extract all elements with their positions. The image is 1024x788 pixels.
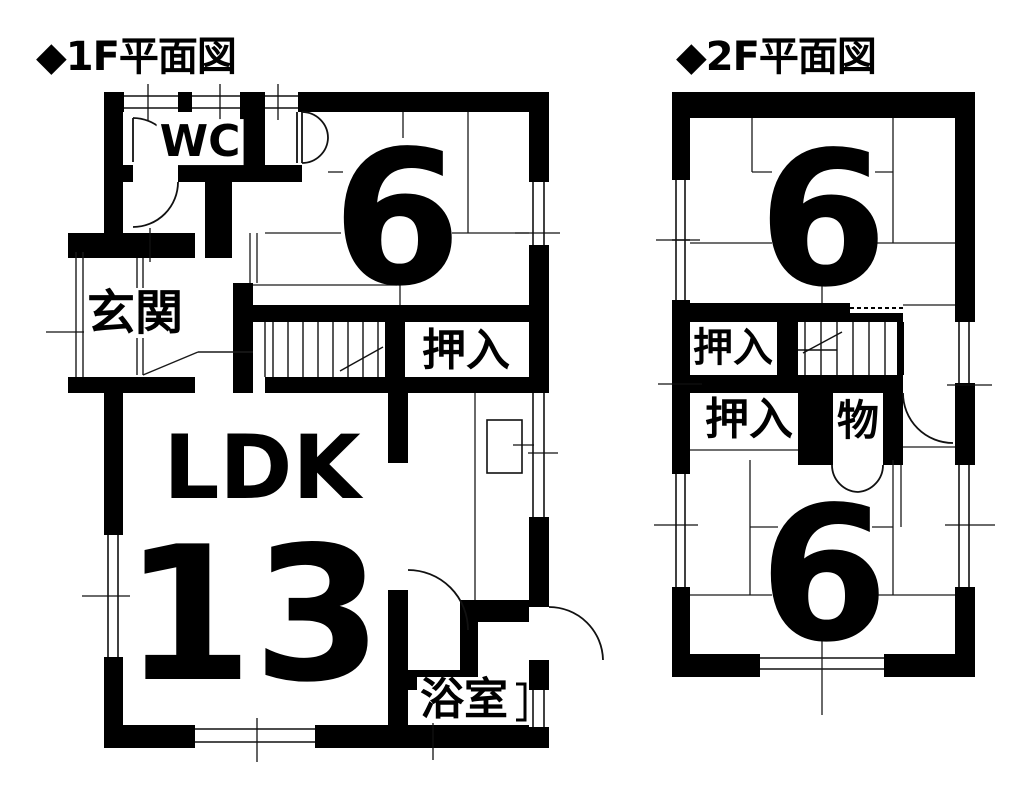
- floor2-room-lines: [690, 118, 955, 715]
- door-arc: [407, 569, 469, 631]
- window: [529, 393, 549, 517]
- kitchen-sink: [486, 419, 534, 474]
- double-door-arc: [857, 464, 884, 493]
- window: [529, 182, 549, 245]
- room-label-oshiire-2f-lower: 押入: [702, 397, 796, 443]
- floor2-title: ◆2F平面図: [676, 34, 877, 80]
- window: [265, 92, 298, 112]
- window: [672, 474, 690, 587]
- window: [955, 322, 975, 383]
- door-arc: [132, 181, 179, 228]
- floor2-plan: [654, 92, 995, 715]
- window: [955, 465, 975, 587]
- floor1-plan: [46, 84, 604, 762]
- window: [195, 725, 315, 748]
- room-label-tatami6-1f: 6: [332, 110, 462, 328]
- room-label-bathroom: 浴室: [417, 677, 511, 723]
- room-label-oshiire-1f: 押入: [419, 328, 513, 374]
- stairs-1f: [264, 322, 384, 377]
- room-label-genkan: 玄関: [83, 288, 187, 338]
- room-label-oshiire-2f-upper: 押入: [690, 327, 776, 369]
- floor2-doors: [831, 392, 954, 493]
- floor1-windows: [104, 92, 549, 748]
- floor1-room-lines: [249, 112, 529, 600]
- window: [124, 92, 178, 112]
- window: [192, 92, 240, 112]
- room-label-ldk: LDK: [163, 416, 361, 520]
- stairs-2f: [798, 322, 886, 375]
- stair-opening: [850, 303, 903, 313]
- room-label-storage: 物: [833, 399, 883, 443]
- floor1-title: ◆1F平面図: [36, 34, 237, 80]
- window: [529, 690, 549, 727]
- room-label-tatami6-2f-south: 6: [759, 466, 889, 684]
- room-label-wc: WC: [156, 119, 244, 166]
- double-door-arc: [831, 464, 859, 493]
- door-arc: [548, 606, 604, 661]
- floor1-ticks: [46, 84, 560, 762]
- room-label-tatami6-2f-north: 6: [758, 111, 888, 329]
- floor2-ticks: [654, 239, 995, 526]
- room-label-ldk-size: 13: [123, 506, 383, 724]
- door-opening: [529, 607, 549, 660]
- door-arc: [902, 392, 954, 444]
- bathtub-icon: [516, 682, 527, 722]
- double-door-arc: [301, 111, 329, 139]
- double-door-arc: [301, 137, 329, 164]
